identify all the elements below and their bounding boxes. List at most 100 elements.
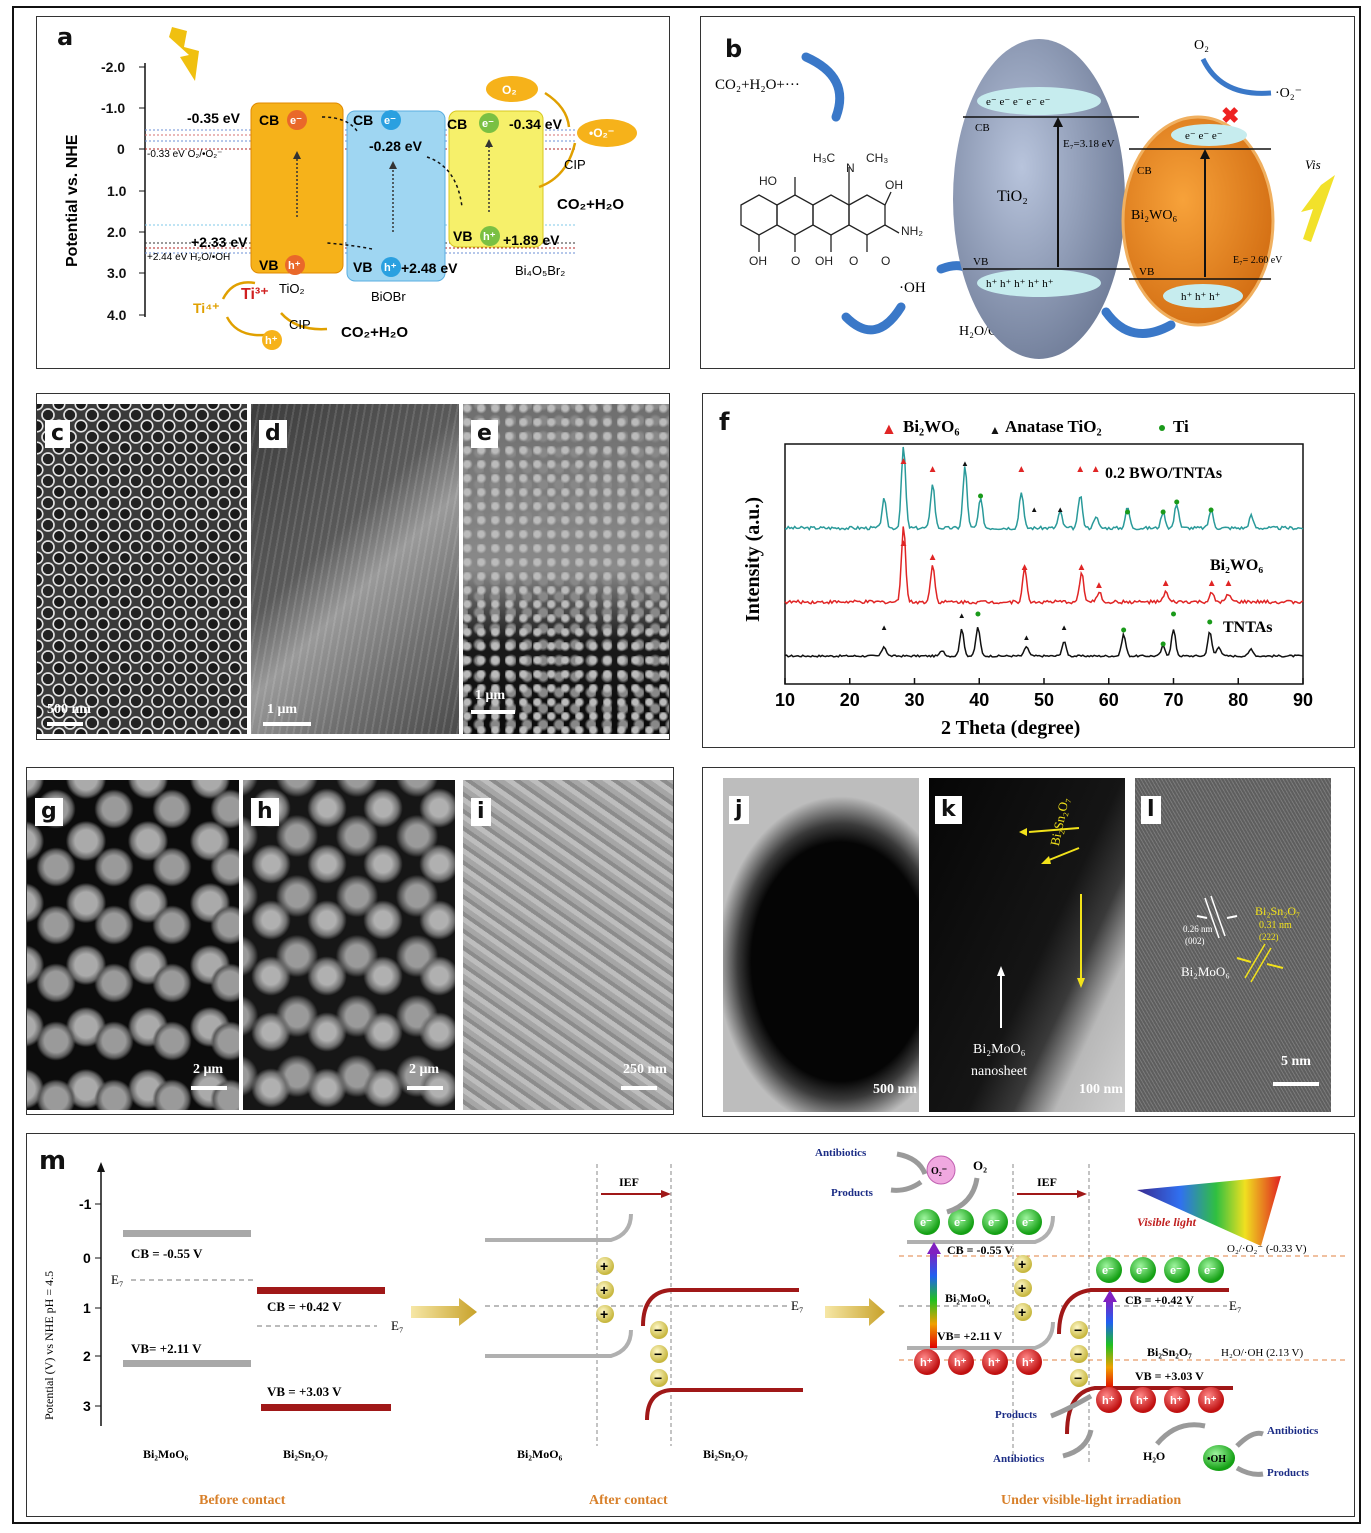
o2-potential-a: -0.33 eV O₂/•O₂⁻ xyxy=(147,149,222,160)
ylabel-a: Potential vs. NHE xyxy=(64,134,81,267)
electron-tio2: e⁻ xyxy=(290,115,302,127)
antibiotics-top: Antibiotics xyxy=(815,1147,867,1159)
tem-annotation-nanosheet: nanosheet xyxy=(971,1064,1027,1079)
legend-marker-bwo: ▲ xyxy=(881,421,897,438)
xrd-marker-bwo-0: ▲ xyxy=(898,456,908,467)
xrd-marker-bwo2-0: ▲ xyxy=(898,538,908,549)
o2-cloud xyxy=(486,76,538,102)
arrow-up-b xyxy=(801,52,845,122)
panel-b: b CO₂+H₂O+··· HO H₃C N CH₃ OH xyxy=(700,16,1355,369)
heterojunction-diagram-m: Potential (V) vs NHE pH = 4.5 -1 0 1 2 3… xyxy=(42,1147,1347,1508)
caption-after: After contact xyxy=(589,1493,668,1508)
cip-label-a1: CIP xyxy=(564,157,586,172)
vb-label-bso-before: VB = +3.03 V xyxy=(267,1384,342,1399)
hole-bmo-1 xyxy=(948,1349,974,1375)
xrd-xtick-label-5: 60 xyxy=(1099,690,1119,710)
mol-h3c: H₃C xyxy=(813,151,836,165)
cb-value-bi4o5br2: -0.34 eV xyxy=(509,116,563,132)
panel-f: f ▲ Bi₂WO₆ ▲ Anatase TiO₂ Ti 0.2 BWO/TNT… xyxy=(702,393,1355,748)
cip-label-a2: CIP xyxy=(289,317,311,332)
xrd-marker-bwo-4: ▲ xyxy=(1091,464,1101,475)
superoxide-label-a: •O₂⁻ xyxy=(589,126,614,140)
panel-label-c: c xyxy=(45,420,71,448)
hydroxyl-ball xyxy=(1203,1445,1235,1471)
sem-image-h: h 2 μm xyxy=(243,780,455,1110)
scale-bar-e xyxy=(471,710,515,714)
material-bi4o5br2: Bi₄O₅Br₂ xyxy=(515,263,565,278)
scale-bar-l xyxy=(1273,1082,1319,1086)
products-top: Products xyxy=(831,1187,874,1199)
legend-marker-ti xyxy=(1159,425,1165,431)
hole-bso-1 xyxy=(1130,1387,1156,1413)
electron-bmo-2 xyxy=(982,1209,1008,1235)
xrd-xtick-label-4: 50 xyxy=(1034,690,1054,710)
hole-bmo-2 xyxy=(982,1349,1008,1375)
ytick-m-2: 1 xyxy=(83,1300,91,1316)
ief-label-under: IEF xyxy=(1037,1175,1057,1189)
eg-tio2-b: E₇=3.18 eV xyxy=(1063,138,1115,150)
holes-tio2-b: h⁺ h⁺ h⁺ h⁺ h⁺ xyxy=(986,278,1054,290)
bwo-name-b: Bi₂WO₆ xyxy=(1131,208,1177,223)
panel-label-b: b xyxy=(725,35,743,63)
xrd-marker-ti2-1 xyxy=(1121,627,1127,633)
panel-label-d: d xyxy=(259,420,287,448)
electrons-tio2-b: e⁻ e⁻ e⁻ e⁻ e⁻ xyxy=(986,96,1051,108)
hydroxyl-b: ·OH xyxy=(899,280,926,296)
cb-curve-bso-after xyxy=(641,1288,799,1327)
electron-bmo-label-2: e⁻ xyxy=(988,1217,1000,1229)
cb-label-biobr: CB xyxy=(353,112,373,128)
mol-n: N xyxy=(846,161,855,175)
antibiotics-bottom-right: Antibiotics xyxy=(1267,1425,1319,1437)
electron-bmo-1 xyxy=(948,1209,974,1235)
xrd-marker-ti2-3 xyxy=(1171,611,1176,617)
hole-ti: h⁺ xyxy=(265,335,278,347)
vb-curve-bmo-after xyxy=(485,1329,633,1358)
ytick-a-1: -1.0 xyxy=(101,100,125,116)
legend-marker-anatase: ▲ xyxy=(989,423,1001,437)
hole-bso-2 xyxy=(1164,1387,1190,1413)
figure-frame xyxy=(12,6,1361,1524)
mechanism-diagram-b: CO₂+H₂O+··· HO H₃C N CH₃ OH NH₂ OH O xyxy=(715,38,1335,359)
vb-tio2-b: VB xyxy=(973,256,988,268)
cb-label-bso-before: CB = +0.42 V xyxy=(267,1299,342,1314)
ytick-m-0: -1 xyxy=(79,1196,92,1212)
xrd-marker-bwo2-3: ▲ xyxy=(1077,562,1087,573)
hole-bso-label-1: h⁺ xyxy=(1136,1395,1149,1407)
caption-under: Under visible-light irradiation xyxy=(1001,1493,1181,1508)
cb-bwo-b: CB xyxy=(1137,165,1152,177)
xrd-marker-bwo2-2: ▲ xyxy=(1020,562,1030,573)
antibiotics-bottom-left: Antibiotics xyxy=(993,1453,1045,1465)
o2-b: O₂ xyxy=(1194,38,1209,53)
caption-before: Before contact xyxy=(199,1493,286,1508)
panel-cde: c 500 nm d 1 μm e 1 μm xyxy=(36,393,670,740)
xrd-xtick-label-3: 40 xyxy=(969,690,989,710)
xrd-marker-bwo2-4: ▲ xyxy=(1094,580,1104,591)
products-bottom-left: Products xyxy=(995,1409,1038,1421)
holes-bwo-b: h⁺ h⁺ h⁺ xyxy=(1181,291,1221,303)
panel-m: m Potential (V) vs NHE pH = 4.5 -1 0 1 2… xyxy=(26,1133,1355,1517)
series-label-tntas: TNTAs xyxy=(1223,619,1273,636)
h2o-m: H₂O xyxy=(1143,1449,1165,1463)
xrd-xtick-label-2: 30 xyxy=(905,690,925,710)
ytick-a-5: 3.0 xyxy=(107,265,127,281)
material-bmo-under: Bi₂MoO₆ xyxy=(945,1291,991,1305)
xrd-marker-ti-3 xyxy=(1174,499,1180,505)
vb-value-biobr: +2.48 eV xyxy=(401,260,458,276)
panel-label-f: f xyxy=(719,408,730,436)
cb-value-tio2: -0.35 eV xyxy=(187,110,241,126)
o2-label-a: O₂ xyxy=(502,83,517,97)
mol-o3: O xyxy=(881,254,890,268)
cb-label-bso-under: CB = +0.42 V xyxy=(1125,1293,1194,1307)
cb-bar-bso-before xyxy=(257,1287,385,1294)
mol-o1: O xyxy=(791,254,800,268)
minus-u1: − xyxy=(1074,1322,1082,1338)
xrd-chart: ▲ Bi₂WO₆ ▲ Anatase TiO₂ Ti 0.2 BWO/TNTAs… xyxy=(742,417,1313,739)
cb-value-biobr: -0.28 eV xyxy=(369,138,423,154)
ytick-a-0: -2.0 xyxy=(101,59,125,75)
products-b: CO₂+H₂O+··· xyxy=(715,77,800,93)
xrd-marker-bwo2-1: ▲ xyxy=(928,552,938,563)
xrd-marker-ti-2 xyxy=(1160,509,1166,515)
ytick-a-4: 2.0 xyxy=(107,224,127,240)
material-bmo-before: Bi₂MoO₆ xyxy=(143,1447,189,1461)
hole-bmo-label-3: h⁺ xyxy=(1022,1357,1035,1369)
